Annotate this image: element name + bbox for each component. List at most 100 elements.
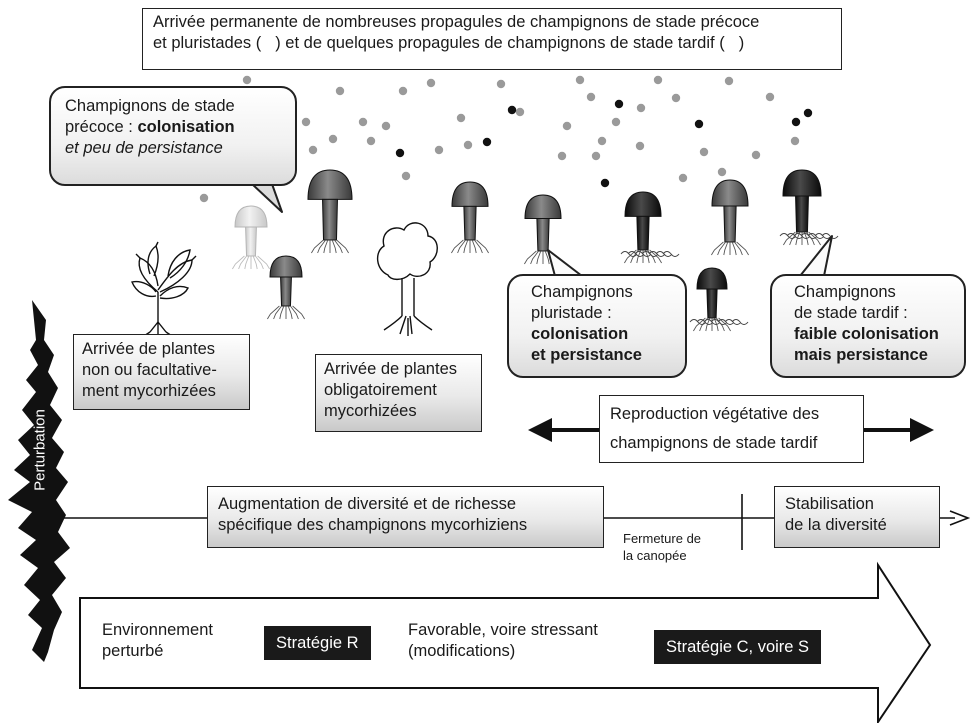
late-mushroom-icon xyxy=(779,169,839,246)
late-spore-dot xyxy=(791,117,801,127)
late-mushroom-icon xyxy=(689,267,749,332)
late-bubble-line2: de stade tardif : xyxy=(794,304,908,322)
propagule-arrival-line2: et pluristades () et de quelques propagu… xyxy=(153,34,745,52)
early-spore-dot xyxy=(401,171,411,181)
early-spore-dot xyxy=(653,75,663,85)
early-spore-dot xyxy=(515,107,525,117)
multi-bubble-line4: et persistance xyxy=(531,346,642,364)
early-spore-dot xyxy=(611,117,621,127)
early-spore-dot xyxy=(562,121,572,131)
early-spore-dot xyxy=(242,75,252,85)
disturbed-environment-label: Environnement perturbé xyxy=(102,620,213,662)
early-spore-dot xyxy=(463,140,473,150)
strategy-r-label: Stratégie R xyxy=(264,626,371,660)
late-mushroom-icon xyxy=(620,191,680,264)
early-spore-dot xyxy=(790,136,800,146)
early-spore-dot xyxy=(381,121,391,131)
late-spore-dot xyxy=(600,178,610,188)
canopy-line2: la canopée xyxy=(623,548,687,563)
timeline-arrowhead xyxy=(949,510,971,526)
mushrooms-group xyxy=(232,169,839,332)
early-spore-dot xyxy=(586,92,596,102)
early-spore-dot xyxy=(434,145,444,155)
spores-group xyxy=(199,75,813,203)
vegetative-arrow-right-head xyxy=(910,418,934,442)
facultative-plants-line1: Arrivée de plantes xyxy=(82,340,215,358)
facultative-plants-line3: ment mycorhizées xyxy=(82,382,216,400)
strategy-arrow-shape xyxy=(79,561,932,723)
vegetative-line1: Reproduction végétative des xyxy=(610,405,820,423)
early-spore-dot xyxy=(575,75,585,85)
mid-mushroom-icon xyxy=(451,181,489,254)
canopy-line1: Fermeture de xyxy=(623,531,702,546)
early-spore-dot xyxy=(496,79,506,89)
canopy-closure-label: Fermeture de la canopée xyxy=(623,530,701,564)
mid-mushroom-icon xyxy=(524,194,562,265)
perturbation-label: Perturbation xyxy=(31,409,49,491)
late-bubble-tail xyxy=(799,235,833,277)
early-spore-dot xyxy=(678,173,688,183)
pale-mushroom-icon xyxy=(232,205,270,270)
strategy-cs-label: Stratégie C, voire S xyxy=(654,630,822,664)
late-spore-dot xyxy=(395,148,405,158)
facultative-plants-line2: non ou facultative- xyxy=(82,361,217,379)
stabilisation-box: Stabilisation de la diversité xyxy=(774,486,940,548)
multi-bubble-line3: colonisation xyxy=(531,325,629,343)
early-spore-dot xyxy=(366,136,376,146)
early-spore-dot xyxy=(597,136,607,146)
early-spore-dot xyxy=(557,151,567,161)
propagule-arrival-box: Arrivée permanente de nombreuses propagu… xyxy=(142,8,842,70)
early-spore-dot xyxy=(328,134,338,144)
obligate-plants-line2: obligatoirement xyxy=(324,381,437,399)
perturbation-bar xyxy=(8,300,70,662)
late-spore-dot xyxy=(694,119,704,129)
diversity-line2: spécifique des champignons mycorhiziens xyxy=(218,516,528,534)
diversity-increase-box: Augmentation de diversité et de richesse… xyxy=(207,486,604,548)
early-spore-dot xyxy=(765,92,775,102)
env-line1: Environnement xyxy=(102,621,213,639)
late-spore-dot xyxy=(482,137,492,147)
mid-mushroom-icon xyxy=(267,255,305,320)
facultative-plant-icon xyxy=(131,241,197,337)
early-spore-dot xyxy=(335,86,345,96)
favorable-environment-label: Favorable, voire stressant (modification… xyxy=(408,620,598,662)
obligate-plant-icon xyxy=(377,222,438,336)
early-bubble-line1: Champignons de stade xyxy=(65,97,235,115)
early-spore-dot xyxy=(751,150,761,160)
early-spore-dot xyxy=(717,167,727,177)
early-spore-dot xyxy=(699,147,709,157)
early-stage-fungi-bubble: Champignons de stade précoce : colonisat… xyxy=(49,86,297,186)
obligate-plants-line3: mycorhizées xyxy=(324,402,417,420)
early-spore-dot xyxy=(456,113,466,123)
early-spore-dot xyxy=(635,141,645,151)
stabilisation-line2: de la diversité xyxy=(785,516,887,534)
vegetative-reproduction-box: Reproduction végétative des champignons … xyxy=(599,395,864,463)
early-spore-dot xyxy=(636,103,646,113)
early-spore-dot xyxy=(591,151,601,161)
multistage-fungi-bubble: Champignons pluristade : colonisation et… xyxy=(507,274,687,378)
stabilisation-line1: Stabilisation xyxy=(785,495,874,513)
fav-line1: Favorable, voire stressant xyxy=(408,621,598,639)
early-spore-dot xyxy=(426,78,436,88)
early-spore-dot xyxy=(398,86,408,96)
late-bubble-line4: mais persistance xyxy=(794,346,928,364)
multi-bubble-tail xyxy=(547,249,583,277)
mid-mushroom-icon xyxy=(307,169,353,254)
fav-line2: (modifications) xyxy=(408,642,516,660)
propagule-arrival-line1: Arrivée permanente de nombreuses propagu… xyxy=(153,13,760,31)
late-spore-dot xyxy=(614,99,624,109)
late-bubble-line3: faible colonisation xyxy=(794,325,939,343)
early-bubble-line3: et peu de persistance xyxy=(65,139,223,157)
env-line2: perturbé xyxy=(102,642,164,660)
late-spore-dot xyxy=(507,105,517,115)
mid-mushroom-icon xyxy=(711,179,749,256)
early-spore-dot xyxy=(301,117,311,127)
multi-bubble-line1: Champignons xyxy=(531,283,633,301)
facultative-plants-box: Arrivée de plantes non ou facultative- m… xyxy=(73,334,250,410)
early-spore-dot xyxy=(358,117,368,127)
vegetative-arrow-left-head xyxy=(528,418,552,442)
diversity-line1: Augmentation de diversité et de richesse xyxy=(218,495,517,513)
late-spore-dot xyxy=(803,108,813,118)
obligate-plants-line1: Arrivée de plantes xyxy=(324,360,457,378)
